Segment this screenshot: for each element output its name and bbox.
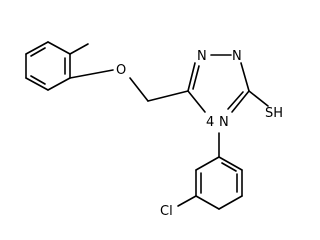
bond <box>69 43 89 55</box>
locant-label-4: 4 <box>206 115 214 130</box>
bond <box>195 195 220 210</box>
bond <box>47 41 71 55</box>
bond <box>25 77 49 91</box>
nitrogen-label-1: N <box>197 49 207 64</box>
bond <box>218 156 243 171</box>
bond <box>69 69 114 79</box>
bond <box>47 77 71 91</box>
bond <box>187 90 206 113</box>
bond <box>227 91 244 110</box>
bond <box>30 47 46 57</box>
nitrogen-label-2: N <box>232 49 242 64</box>
chlorophenyl-ring <box>177 156 243 210</box>
bond <box>231 90 250 113</box>
oxygen-label: O <box>116 63 126 78</box>
bond <box>129 77 149 102</box>
bond <box>25 41 49 55</box>
chlorine-label: Cl <box>160 204 173 219</box>
bond <box>218 195 243 210</box>
bond <box>30 75 46 85</box>
nitrogen-label-4: N <box>219 115 229 130</box>
bond <box>192 65 200 90</box>
bond <box>147 90 189 102</box>
bond <box>240 62 250 92</box>
bond <box>195 156 220 171</box>
bond <box>187 62 196 92</box>
thiol-label: SH <box>265 106 283 121</box>
molecule-structure: O N N N 4 SH Cl <box>25 41 283 219</box>
triazole-ring <box>187 54 269 158</box>
bond <box>177 195 197 207</box>
bond <box>221 162 237 172</box>
tolyl-ring <box>25 41 114 91</box>
bond <box>248 90 269 107</box>
